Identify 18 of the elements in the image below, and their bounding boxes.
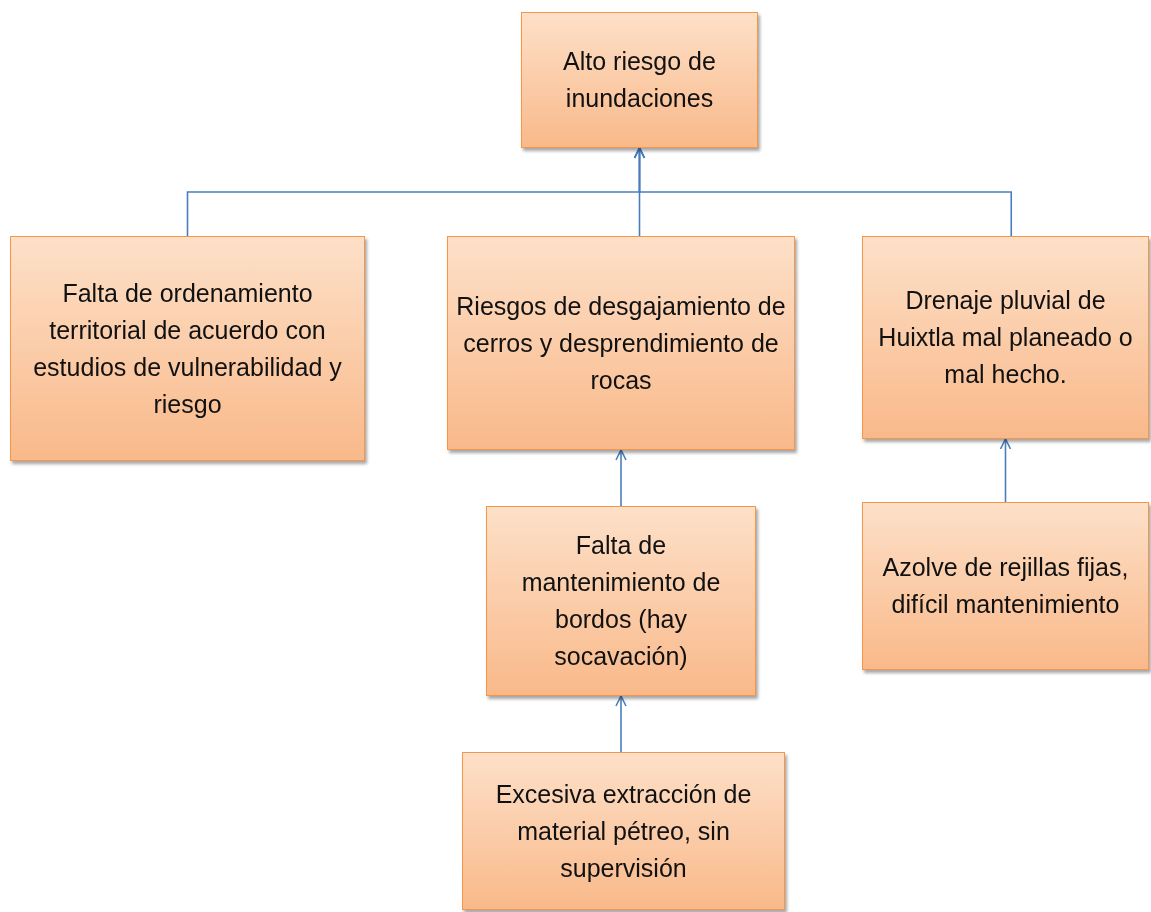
- process-box: [862, 236, 1149, 439]
- box-text: Riesgos de desgajamiento de cerros y desprendimiento de rocas: [456, 290, 786, 396]
- process-box: [447, 236, 795, 450]
- box-text: Falta de mantenimiento de bordos (hay socavación): [520, 530, 722, 672]
- box-text: Azolve de rejillas fijas, difícil mantenimiento: [881, 552, 1130, 620]
- process-box: [521, 12, 758, 148]
- box-text: Alto riesgo de inundaciones: [562, 46, 717, 114]
- process-box: [862, 502, 1149, 670]
- box-text: Excesiva extracción de material pétreo, sin supervisión: [494, 778, 753, 884]
- arrow: [633, 147, 1013, 237]
- process-box: [462, 752, 785, 910]
- arrow: [615, 449, 627, 507]
- process-box: [10, 236, 365, 461]
- box-text: Drenaje pluvial de Huixtla mal planeado o mal hecho.: [877, 285, 1134, 390]
- box-text: Falta de ordenamiento territorial de acuerdo con estudios de vulnerabilidad y riesgo: [32, 277, 343, 420]
- process-box: [486, 506, 756, 696]
- arrow: [615, 695, 627, 753]
- arrow: [999, 438, 1012, 503]
